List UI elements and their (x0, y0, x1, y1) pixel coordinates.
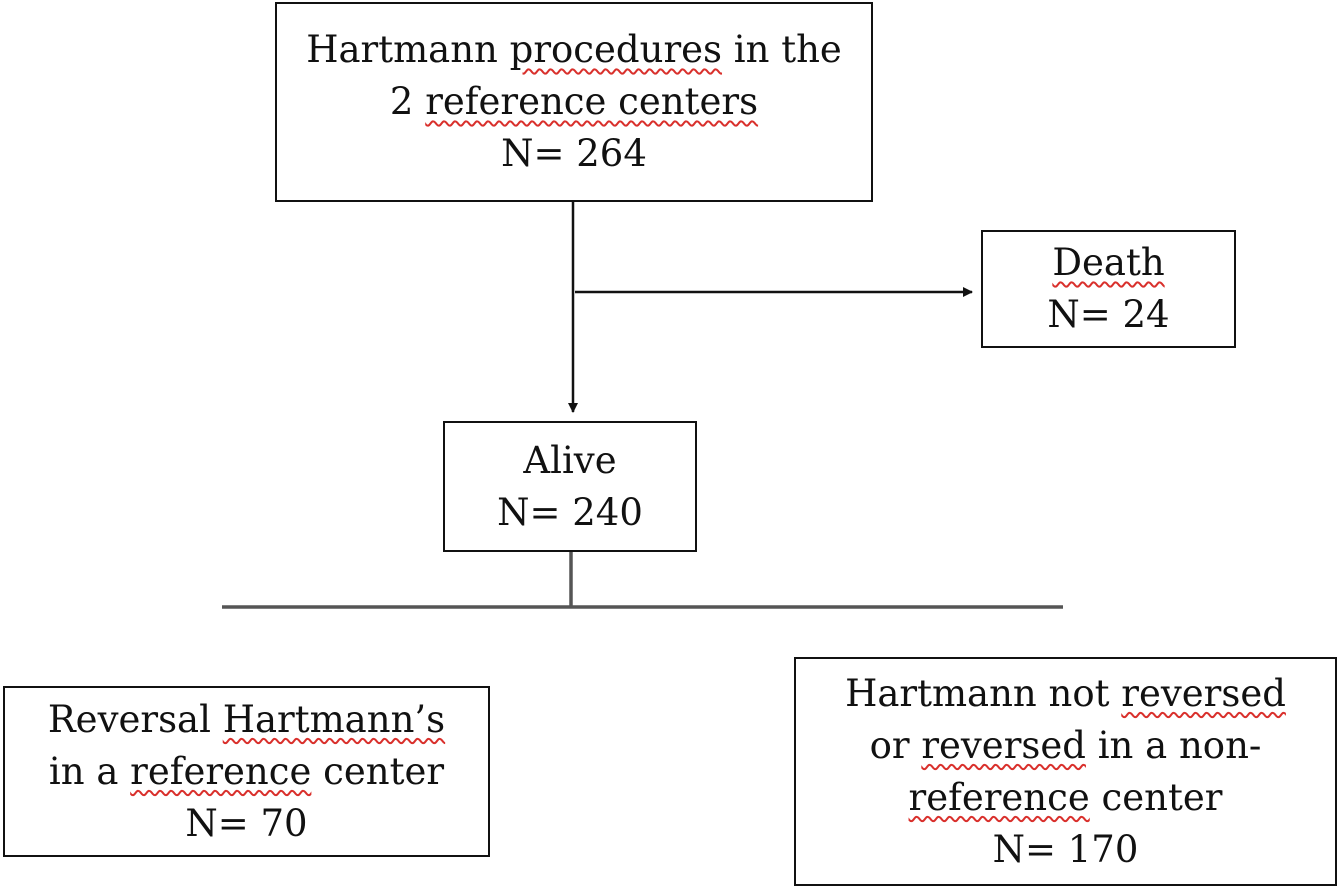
box-alive: Alive N= 240 (443, 421, 697, 552)
alive-count: N= 240 (497, 490, 643, 534)
alive-label: Alive (523, 438, 617, 482)
death-label: Death (1052, 241, 1165, 284)
reversal-count: N= 70 (185, 801, 308, 845)
not-reversed-count: N= 170 (992, 827, 1139, 871)
box-death: Death N= 24 (981, 230, 1236, 348)
total-count: N= 264 (501, 132, 647, 175)
death-count: N= 24 (1047, 293, 1170, 336)
box-reversal-reference-center: Reversal Hartmann’s in a reference cente… (3, 686, 490, 857)
box-total-procedures: Hartmann procedures in the 2 reference c… (275, 2, 873, 202)
box-not-reversed: Hartmann not reversed or reversed in a n… (794, 657, 1337, 886)
